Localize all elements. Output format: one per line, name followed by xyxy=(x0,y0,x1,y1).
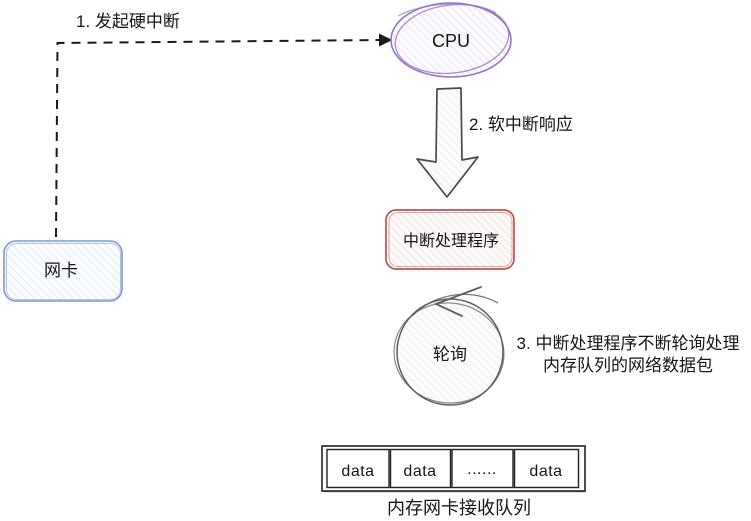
polling-loop: 轮询 xyxy=(393,286,505,406)
queue-cell xyxy=(451,448,514,489)
cpu-ellipse-sketch-stroke xyxy=(394,3,510,75)
polling-label: 轮询 xyxy=(433,345,467,364)
queue-cell xyxy=(326,448,390,489)
polling-circle-sketch-stroke xyxy=(393,302,505,404)
interrupt-handler-box-sketch-stroke xyxy=(388,212,513,267)
interrupt-handler-box xyxy=(385,209,515,270)
step3-label-line2: 内存队列的网络数据包 xyxy=(543,356,713,375)
queue-cell-text: ...... xyxy=(467,461,497,478)
hard-interrupt-connector xyxy=(55,33,393,238)
cpu-ellipse xyxy=(390,2,512,78)
nic-label: 网卡 xyxy=(44,261,78,280)
queue-cell-text: data xyxy=(341,463,374,480)
step1-label: 1. 发起硬中断 xyxy=(76,12,180,31)
cpu-node: CPU xyxy=(390,2,512,78)
step3-label-line1: 3. 中断处理程序不断轮询处理 xyxy=(517,334,740,353)
polling-arrowhead-icon xyxy=(433,286,482,317)
queue-cell-text: data xyxy=(403,463,436,480)
queue-cell xyxy=(389,448,452,489)
dashed-line xyxy=(55,39,381,238)
interrupt-handler-label: 中断处理程序 xyxy=(403,232,499,250)
memory-queue: data data ...... data 内存网卡接收队列 xyxy=(321,445,586,518)
cpu-ellipse-overshoot xyxy=(397,3,497,17)
interrupt-handler-node: 中断处理程序 xyxy=(385,209,515,270)
soft-interrupt-arrow-icon xyxy=(416,87,479,198)
arrowhead-right-icon xyxy=(379,33,393,47)
nic-node: 网卡 xyxy=(3,240,123,302)
queue-cell xyxy=(513,448,580,489)
nic-box xyxy=(3,240,123,302)
step2-label: 2. 软中断响应 xyxy=(469,115,573,134)
queue-label: 内存网卡接收队列 xyxy=(387,498,531,518)
nic-box-sketch-stroke xyxy=(6,243,121,300)
cpu-label: CPU xyxy=(432,31,470,51)
polling-loop-arc xyxy=(411,293,499,317)
queue-cell-text: data xyxy=(529,463,562,480)
